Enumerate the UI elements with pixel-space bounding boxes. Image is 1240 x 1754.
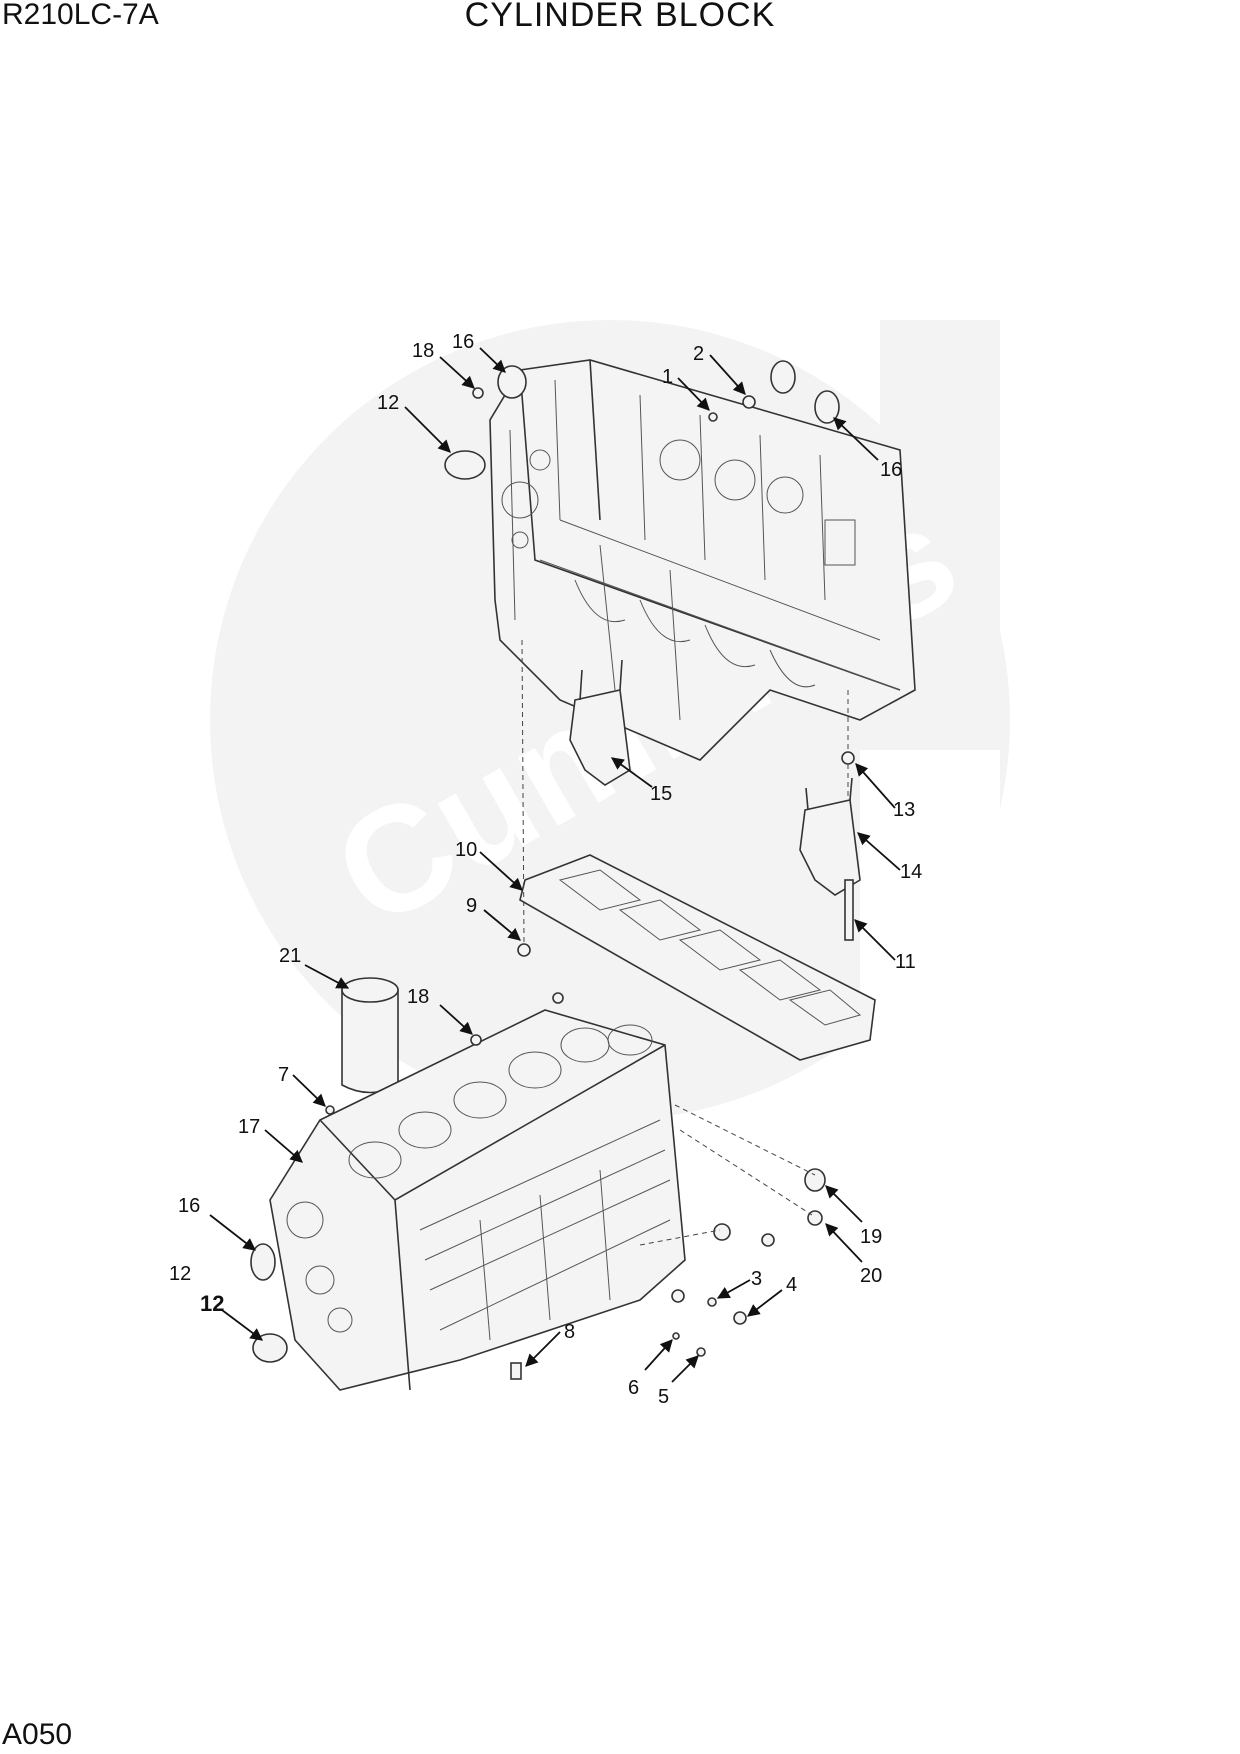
callout-12-lower: 12 xyxy=(169,1263,191,1285)
page-code: A050 xyxy=(2,1718,73,1751)
callout-16-lower: 16 xyxy=(178,1195,200,1217)
plug-7 xyxy=(325,1105,335,1115)
callout-19: 19 xyxy=(860,1226,882,1248)
sensor-8 xyxy=(510,1362,522,1380)
callout-2: 2 xyxy=(693,343,704,365)
callout-arrows xyxy=(209,347,901,1383)
callout-1: 1 xyxy=(662,366,673,388)
callout-9: 9 xyxy=(466,895,477,917)
callout-12-top: 12 xyxy=(377,392,399,414)
callout-13: 13 xyxy=(893,799,915,821)
callout-21: 21 xyxy=(279,945,301,967)
stiffener-plate-10 xyxy=(519,854,876,1061)
plug-top-lower xyxy=(552,992,564,1004)
callout-3: 3 xyxy=(751,1268,762,1290)
plug-1 xyxy=(708,412,718,422)
callout-8: 8 xyxy=(564,1321,575,1343)
callout-20: 20 xyxy=(860,1265,882,1287)
plug-side xyxy=(761,1233,775,1247)
page-title: CYLINDER BLOCK xyxy=(464,0,776,34)
o-ring-side xyxy=(713,1223,731,1241)
o-ring-16-top-left xyxy=(497,365,527,399)
plug-6 xyxy=(672,1332,680,1340)
callout-7: 7 xyxy=(278,1064,289,1086)
callout-4: 4 xyxy=(786,1274,797,1296)
bolt-11 xyxy=(844,879,854,941)
callout-14: 14 xyxy=(900,861,922,883)
lower-cylinder-block xyxy=(269,1009,686,1391)
callout-16-top-right: 16 xyxy=(880,459,902,481)
plug-18-lower xyxy=(470,1034,482,1046)
o-ring-16-lower xyxy=(250,1243,276,1281)
plug-3 xyxy=(707,1297,717,1307)
upper-cylinder-block xyxy=(489,359,916,761)
callout-labels: 18 16 2 1 12 16 15 13 14 10 9 11 21 18 7… xyxy=(169,331,922,1408)
plug-20 xyxy=(807,1210,823,1226)
main-bearing-cap-14 xyxy=(799,777,861,896)
rear-seal-12-lower xyxy=(252,1333,288,1363)
o-ring-19 xyxy=(804,1168,826,1192)
o-ring-16-top-mid xyxy=(770,360,796,394)
plug-2 xyxy=(742,395,756,409)
screw-9 xyxy=(517,943,531,957)
cylinder-liner-21 xyxy=(341,977,399,1094)
callout-11: 11 xyxy=(895,951,916,973)
callout-12-lower-bold: 12 xyxy=(200,1291,224,1316)
callout-18-top: 18 xyxy=(412,340,434,362)
o-ring-16-top-right xyxy=(814,390,840,424)
callout-17: 17 xyxy=(238,1116,260,1138)
callout-6: 6 xyxy=(628,1377,639,1399)
dowel-13 xyxy=(841,751,855,765)
callout-5: 5 xyxy=(658,1386,669,1408)
callout-15: 15 xyxy=(650,783,672,805)
plug-18-top xyxy=(472,387,484,399)
callout-10: 10 xyxy=(455,839,477,861)
callout-16-top-left: 16 xyxy=(452,331,474,353)
plug-5 xyxy=(696,1347,706,1357)
plug-side-lower xyxy=(671,1289,685,1303)
plug-4 xyxy=(733,1311,747,1325)
model-number: R210LC-7A xyxy=(2,0,159,31)
callout-18-lower: 18 xyxy=(407,986,429,1008)
rear-seal-12-top xyxy=(444,450,486,480)
